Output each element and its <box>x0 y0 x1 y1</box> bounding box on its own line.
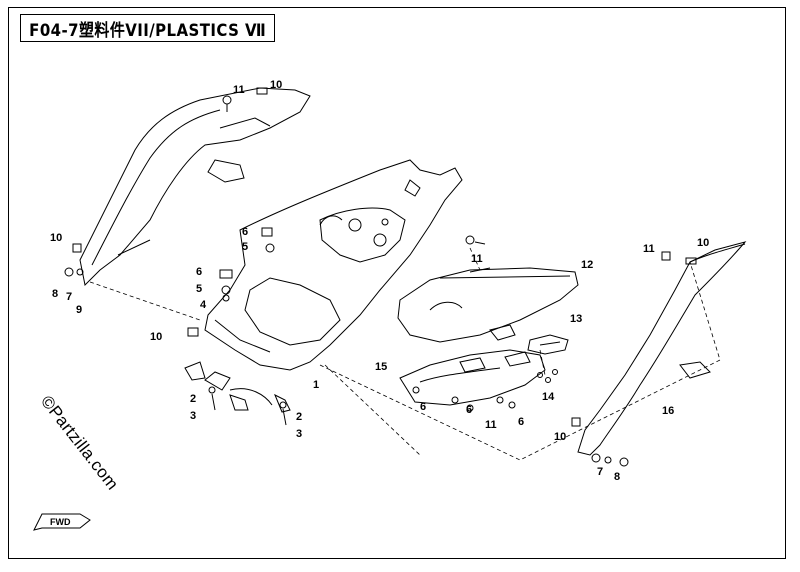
fwd-arrow-icon: FWD <box>33 513 91 531</box>
callout-9: 9 <box>76 304 82 316</box>
callout-2: 2 <box>190 393 196 405</box>
lower-bracket <box>184 361 291 413</box>
callout-12: 12 <box>581 259 593 271</box>
title-box: F04-7塑料件VII/PLASTICS Ⅶ <box>20 14 275 42</box>
callout-6: 6 <box>420 401 426 413</box>
callout-10: 10 <box>270 79 282 91</box>
callout-11: 11 <box>233 84 245 96</box>
callout-10: 10 <box>150 331 162 343</box>
callout-8: 8 <box>52 288 58 300</box>
callout-5: 5 <box>242 241 248 253</box>
callout-14: 14 <box>542 391 555 403</box>
small-clip-part <box>527 334 569 355</box>
callout-6: 6 <box>466 404 472 416</box>
callout-10: 10 <box>554 431 566 443</box>
callout-3: 3 <box>296 428 302 440</box>
callout-10: 10 <box>50 232 62 244</box>
diagram-frame <box>8 7 786 559</box>
callout-7: 7 <box>66 291 72 303</box>
callout-3: 3 <box>190 410 196 422</box>
fasteners <box>64 87 697 467</box>
callout-10: 10 <box>697 237 709 249</box>
callout-numbers: 11 10 10 8 7 9 6 5 6 5 4 10 2 3 1 2 3 11… <box>50 79 709 483</box>
callout-6: 6 <box>242 226 248 238</box>
callout-11: 11 <box>485 419 497 431</box>
callout-15: 15 <box>375 361 387 373</box>
callout-16: 16 <box>662 405 674 417</box>
callout-6: 6 <box>196 266 202 278</box>
callout-11: 11 <box>643 243 655 255</box>
fwd-label: FWD <box>50 517 71 527</box>
page-title: F04-7塑料件VII/PLASTICS Ⅶ <box>29 20 266 41</box>
left-side-panel <box>79 87 311 287</box>
callout-13: 13 <box>570 313 582 325</box>
callout-1: 1 <box>313 379 319 391</box>
callout-11: 11 <box>471 253 483 265</box>
lower-rear-plate <box>399 349 546 406</box>
leader-lines <box>89 247 721 461</box>
callout-8: 8 <box>614 471 620 483</box>
callout-5: 5 <box>196 283 202 295</box>
callout-6: 6 <box>518 416 524 428</box>
right-side-panel <box>577 241 747 456</box>
right-upper-cover <box>397 267 579 343</box>
callout-7: 7 <box>597 466 603 478</box>
center-main-cover <box>204 159 463 371</box>
callout-4: 4 <box>200 299 207 311</box>
callout-2: 2 <box>296 411 302 423</box>
